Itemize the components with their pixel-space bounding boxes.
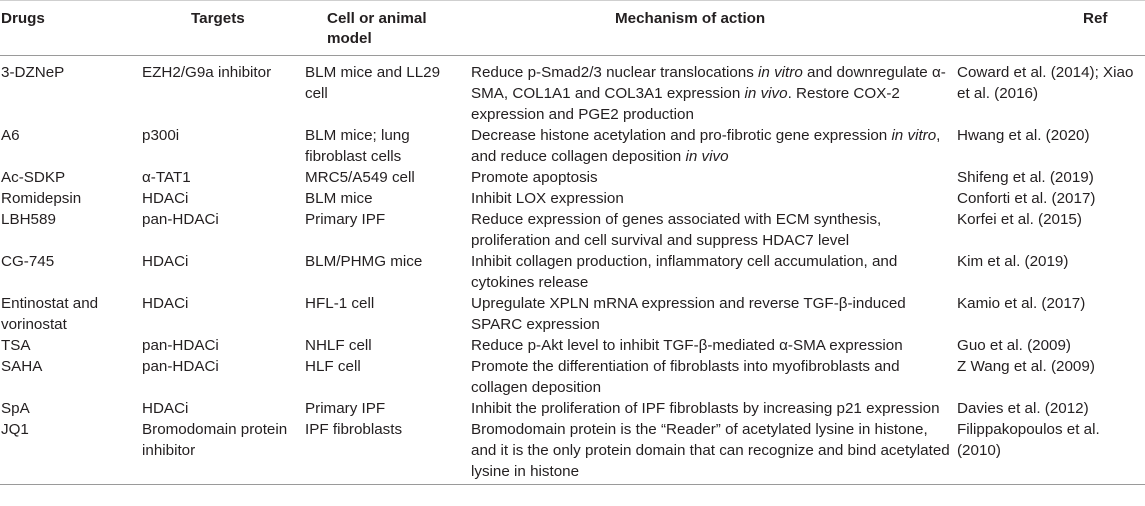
cell-model: Primary IPF — [305, 211, 386, 228]
table-row: SAHA pan-HDACi HLF cell Promote the differe… — [0, 356, 1145, 398]
cell-target: HDACi — [142, 253, 189, 270]
mechanism-text: Inhibit LOX expression — [471, 190, 624, 207]
cell-mechanism: Decrease histone acetylation and pro-fib… — [471, 125, 957, 167]
cell-model: MRC5/A549 cell — [305, 169, 415, 186]
cell-model: BLM mice — [305, 190, 373, 207]
header-drugs: Drugs — [0, 0, 142, 56]
cell-model: BLM/PHMG mice — [305, 253, 423, 270]
cell-mechanism: Reduce p-Akt level to inhibit TGF-β-medi… — [471, 335, 957, 356]
mechanism-text: Decrease histone acetylation and pro-fib… — [471, 127, 892, 144]
cell-ref: Korfei et al. (2015) — [957, 211, 1082, 228]
cell-target: α-TAT1 — [142, 169, 191, 186]
cell-model: BLM mice; lung fibroblast cells — [305, 127, 410, 165]
mechanism-text: . Restore COX-2 expression and PGE2 prod… — [471, 85, 900, 123]
cell-drug: 3-DZNeP — [1, 64, 65, 81]
table-body: 3-DZNeP EZH2/G9a inhibitor BLM mice and LL… — [0, 56, 1145, 485]
cell-mechanism: Upregulate XPLN mRNA expression and reve… — [471, 293, 957, 335]
cell-drug: SAHA — [1, 358, 43, 375]
mechanism-italic-text: in vivo — [744, 85, 788, 102]
cell-mechanism: Promote apoptosis — [471, 167, 957, 188]
cell-mechanism: Inhibit collagen production, inflammator… — [471, 251, 957, 293]
mechanism-italic-text: in vitro — [758, 64, 803, 81]
cell-model: HLF cell — [305, 358, 361, 375]
cell-ref: Kim et al. (2019) — [957, 253, 1069, 270]
table-header: Drugs Targets Cell or animal model Mecha… — [0, 0, 1145, 56]
header-row: Drugs Targets Cell or animal model Mecha… — [0, 0, 1145, 56]
mechanism-text: Promote the differentiation of fibroblas… — [471, 358, 900, 396]
cell-ref: Davies et al. (2012) — [957, 400, 1089, 417]
mechanism-text: Inhibit the proliferation of IPF fibrobl… — [471, 400, 940, 417]
mechanism-text: and downregulate α-SMA, COL1A1 and COL3A… — [471, 64, 946, 102]
mechanism-text: Upregulate XPLN mRNA expression and reve… — [471, 295, 906, 333]
cell-ref: Shifeng et al. (2019) — [957, 169, 1094, 186]
cell-drug: Ac-SDKP — [1, 169, 66, 186]
cell-ref: Guo et al. (2009) — [957, 337, 1071, 354]
cell-mechanism: Inhibit the proliferation of IPF fibrobl… — [471, 398, 957, 419]
cell-drug: SpA — [1, 400, 30, 417]
drug-mechanism-table: Drugs Targets Cell or animal model Mecha… — [0, 0, 1145, 485]
cell-model: HFL-1 cell — [305, 295, 375, 312]
cell-target: pan-HDACi — [142, 337, 219, 354]
mechanism-italic-text: in vitro — [891, 127, 937, 144]
table-row: 3-DZNeP EZH2/G9a inhibitor BLM mice and LL… — [0, 56, 1145, 126]
table-row: CG-745 HDACi BLM/PHMG mice Inhibit collagen… — [0, 251, 1145, 293]
mechanism-text: , and reduce collagen deposition — [471, 127, 941, 165]
cell-model: NHLF cell — [305, 337, 372, 354]
cell-target: p300i — [142, 127, 180, 144]
mechanism-italic-text: in vivo — [685, 148, 729, 165]
cell-drug: CG-745 — [1, 253, 55, 270]
header-model: Cell or animal model — [305, 0, 471, 56]
mechanism-text: Promote apoptosis — [471, 169, 598, 186]
cell-mechanism: Reduce expression of genes associated wi… — [471, 209, 957, 251]
cell-drug: A6 — [1, 127, 20, 144]
cell-mechanism: Bromodomain protein is the “Reader” of a… — [471, 419, 957, 485]
cell-target: Bromodomain protein inhibitor — [142, 419, 305, 485]
cell-ref: Hwang et al. (2020) — [957, 127, 1090, 144]
cell-ref: Kamio et al. (2017) — [957, 295, 1086, 312]
cell-ref: Coward et al. (2014); Xiao et al. (2016) — [957, 64, 1134, 102]
cell-drug: Entinostat and vorinostat — [1, 295, 99, 333]
cell-drug: JQ1 — [0, 419, 142, 485]
mechanism-text: Reduce p-Akt level to inhibit TGF-β-medi… — [471, 337, 903, 354]
cell-ref: Conforti et al. (2017) — [957, 190, 1096, 207]
cell-target: HDACi — [142, 190, 189, 207]
cell-target: HDACi — [142, 295, 189, 312]
cell-model: IPF fibroblasts — [305, 419, 471, 485]
table-row: Ac-SDKP α-TAT1 MRC5/A549 cell Promote apopt… — [0, 167, 1145, 188]
header-mechanism: Mechanism of action — [471, 0, 957, 56]
cell-ref: Filippakopoulos et al. (2010) — [957, 419, 1145, 485]
cell-drug: TSA — [1, 337, 31, 354]
mechanism-text: Inhibit collagen production, inflammator… — [471, 253, 898, 291]
mechanism-text: Reduce p-Smad2/3 nuclear translocations — [471, 64, 759, 81]
table-row: Entinostat and vorinostat HDACi HFL-1 cell… — [0, 293, 1145, 335]
cell-model: Primary IPF — [305, 400, 386, 417]
cell-drug: LBH589 — [1, 211, 56, 228]
table-row: LBH589 pan-HDACi Primary IPF Reduce express… — [0, 209, 1145, 251]
cell-target: pan-HDACi — [142, 358, 219, 375]
cell-mechanism: Reduce p-Smad2/3 nuclear translocations … — [471, 56, 957, 126]
header-ref: Ref — [957, 0, 1145, 56]
table-row: SpA HDACi Primary IPF Inhibit the prolifera… — [0, 398, 1145, 419]
cell-target: HDACi — [142, 400, 189, 417]
mechanism-text: Reduce expression of genes associated wi… — [471, 211, 882, 249]
cell-mechanism: Inhibit LOX expression — [471, 188, 957, 209]
table-row: A6 p300i BLM mice; lung fibroblast cells De… — [0, 125, 1145, 167]
table-row: TSA pan-HDACi NHLF cell Reduce p-Akt level … — [0, 335, 1145, 356]
mechanism-text: Bromodomain protein is the “Reader” of a… — [471, 421, 950, 480]
header-targets: Targets — [142, 0, 305, 56]
table-row: Romidepsin HDACi BLM mice Inhibit LOX expre… — [0, 188, 1145, 209]
cell-model: BLM mice and LL29 cell — [305, 64, 441, 102]
cell-ref: Z Wang et al. (2009) — [957, 358, 1095, 375]
cell-target: EZH2/G9a inhibitor — [142, 64, 272, 81]
cell-mechanism: Promote the differentiation of fibroblas… — [471, 356, 957, 398]
cell-drug: Romidepsin — [1, 190, 82, 207]
cell-target: pan-HDACi — [142, 211, 219, 228]
